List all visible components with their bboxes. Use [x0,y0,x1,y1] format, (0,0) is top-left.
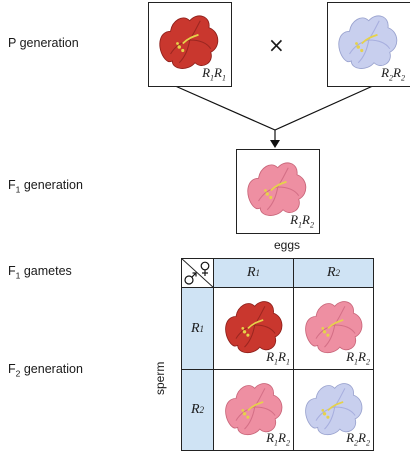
genotype-label: R1R1 [266,349,290,367]
offspring-arrowhead [270,140,280,148]
punnett-cell-r2r2: R2R2 [293,369,374,451]
right-parent-line [274,84,376,131]
p-red-parent-box: R1R1 [148,2,232,87]
male-female-symbols-icon [181,258,214,288]
f1-gametes-label: F1 gametes [8,264,72,281]
eggs-label: eggs [274,238,301,252]
p-generation-label: P generation [8,36,79,50]
punnett-cell-r1r2-bottom: R1R2 [213,369,294,451]
f1-generation-label: F1 generation [8,178,83,195]
sperm-label: sperm [153,361,167,395]
punnett-cell-r1r1: R1R1 [213,287,294,370]
f2-generation-label: F2 generation [8,362,83,379]
punnett-cell-r1r2-top: R1R2 [293,287,374,370]
f1-offspring-box: R1R2 [236,149,320,234]
genotype-label: R1R2 [290,212,314,230]
genotype-label: R2R2 [346,430,370,448]
corner-cell [181,258,214,288]
genotype-label: R1R2 [266,430,290,448]
genotype-label: R1R2 [346,349,370,367]
genotype-label: R1R1 [202,65,226,83]
genotype-label: R2R2 [381,65,405,83]
cross-symbol: × [268,33,285,57]
left-parent-line [172,84,276,131]
p-white-parent-box: R2R2 [327,2,410,87]
